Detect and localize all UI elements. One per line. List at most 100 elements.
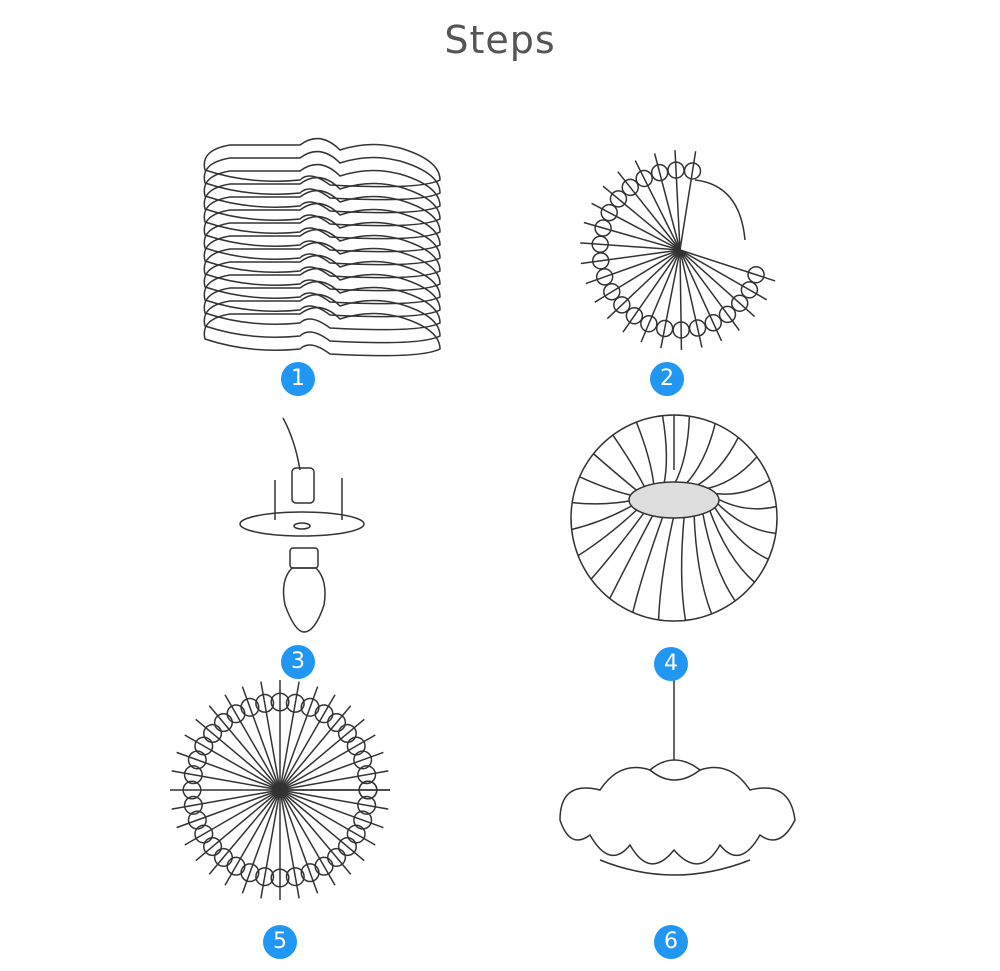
rosette-spoke (195, 789, 281, 862)
rosette-spoke (622, 249, 681, 333)
rosette-spoke (279, 789, 319, 894)
rosette-spoke (679, 151, 697, 251)
petal-line (612, 434, 647, 490)
petal-line (571, 503, 636, 531)
rosette-petal (240, 697, 260, 717)
rosette-petal (203, 723, 223, 743)
sheet-outline (203, 228, 441, 279)
rosette-petal (683, 162, 702, 180)
petal-line (657, 514, 675, 620)
rosette-spoke (679, 249, 740, 331)
rosette-spoke (279, 789, 352, 875)
step-badge-4: 4 (654, 647, 688, 681)
rosette-spoke (260, 789, 281, 899)
petal-line (577, 506, 640, 557)
rosette-petal (346, 824, 366, 844)
rosette-petal (640, 314, 658, 333)
petal-line (572, 499, 635, 505)
rosette-spoke (580, 249, 681, 265)
rosette-spoke (279, 789, 389, 810)
sheet-outline (203, 267, 441, 318)
rosette-spoke (184, 789, 281, 846)
rosette-spoke (279, 686, 319, 791)
petal-line (702, 456, 758, 491)
step-badge-5: 5 (263, 925, 297, 959)
sheet-outline (203, 215, 441, 266)
rosette-petal (255, 693, 275, 713)
rosette-petal (270, 868, 290, 888)
rosette-petal (213, 713, 233, 733)
rosette-spoke (176, 751, 281, 791)
rosette-spoke (674, 150, 681, 251)
rosette-petal (747, 265, 765, 284)
rosette-petal (621, 178, 639, 197)
rosette-spoke (279, 718, 365, 791)
rosette-petal (182, 780, 202, 800)
rosette-petal (730, 294, 749, 312)
rosette-spoke (679, 249, 756, 318)
rosette-petal (594, 219, 612, 237)
page-title: Steps (444, 18, 556, 62)
rosette-petal (740, 281, 759, 299)
rosette-spoke (279, 751, 384, 791)
rosette-spoke (224, 789, 281, 886)
rosette-petal (600, 203, 618, 222)
rosette-spoke (279, 681, 300, 791)
rosette-petal (194, 736, 214, 756)
petal-line (712, 495, 777, 510)
petal-line (708, 479, 771, 495)
center-ring (628, 481, 720, 519)
rosette-petal (327, 713, 347, 733)
rosette-petal (591, 235, 609, 254)
rosette-spoke (679, 249, 703, 348)
assembled-top-view-icon (570, 414, 778, 622)
sheet-outline (203, 306, 441, 357)
bulb-socket-assembly-icon (239, 417, 365, 633)
sheet-outline (203, 189, 441, 240)
rosette-spoke (585, 249, 681, 285)
rosette-spoke (171, 770, 281, 791)
rosette-spoke (679, 249, 683, 351)
rosette-petal (183, 765, 203, 785)
sheet-outline (203, 241, 441, 292)
rosette-petal (255, 867, 275, 887)
rosette-spoke (279, 789, 336, 886)
rosette-spoke (279, 789, 300, 899)
petal-line (632, 514, 665, 613)
step-badge-6: 6 (654, 925, 688, 959)
stacked-sheets-icon (203, 137, 441, 357)
sheet-outline (203, 137, 441, 188)
rosette-petal (358, 780, 378, 800)
rosette-spoke (241, 789, 281, 894)
rosette-petal (609, 190, 628, 208)
rosette-spoke (679, 249, 723, 342)
sheet-outline (203, 293, 441, 344)
rosette-spoke (208, 705, 281, 791)
petal-line (711, 503, 769, 560)
sheet-outline (203, 254, 441, 305)
rosette-spoke (171, 789, 281, 810)
rosette-spoke (617, 171, 681, 251)
petal-line (661, 415, 668, 486)
rosette-petal (704, 314, 722, 332)
rosette-petal (635, 169, 653, 188)
step-badge-2: 2 (650, 362, 684, 396)
rosette-spoke (279, 789, 384, 829)
rosette-petal (270, 692, 290, 712)
hanging-lamp-icon (559, 680, 796, 876)
petal-line (579, 476, 636, 497)
rosette-petal (187, 810, 207, 830)
rosette-spoke (594, 249, 681, 303)
rosette-petal (300, 863, 320, 883)
petal-line (590, 510, 647, 580)
sheet-outline (203, 176, 441, 227)
rosette-spoke (634, 160, 681, 251)
sheet-outline (203, 163, 441, 214)
rosette-spoke (195, 718, 281, 791)
rosette-spoke (241, 686, 281, 791)
rosette-spoke (640, 249, 681, 343)
sheet-outline (203, 280, 441, 331)
rosette-spoke (660, 249, 681, 349)
rosette-spoke (580, 242, 681, 251)
petal-line (609, 512, 655, 599)
